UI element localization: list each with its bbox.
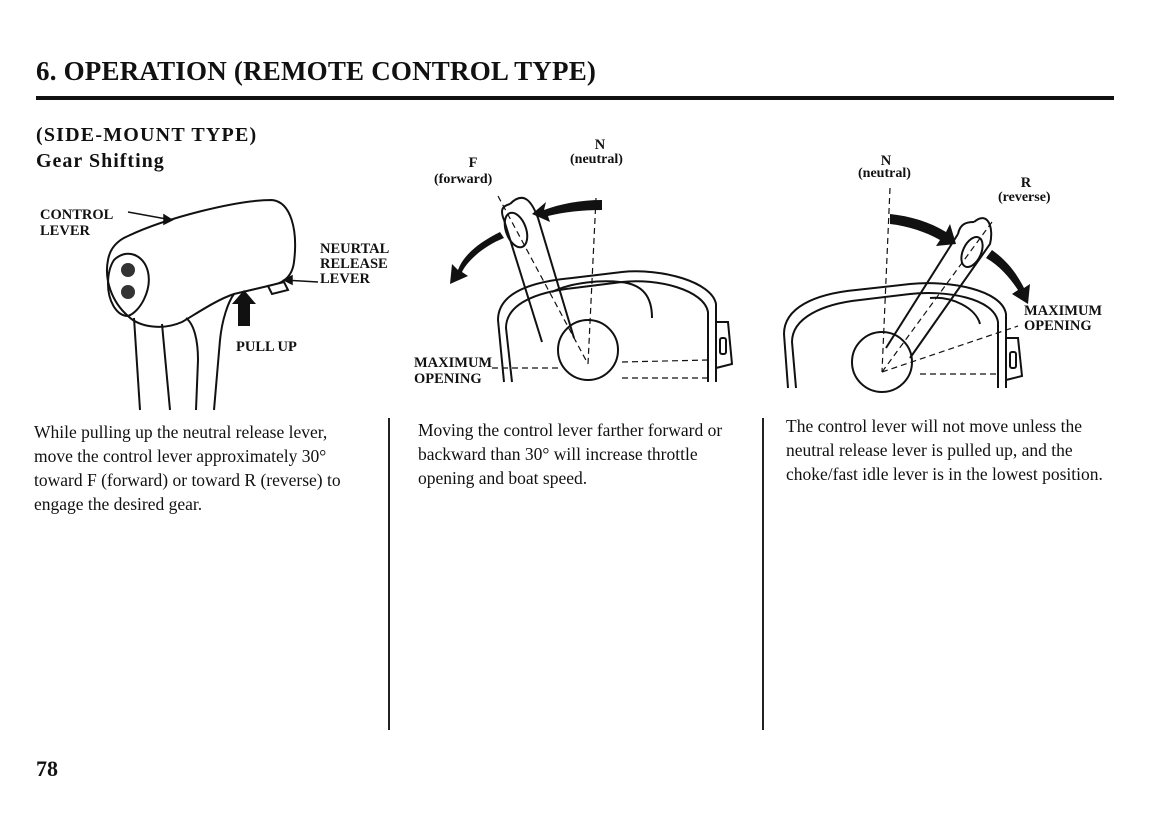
label-control-lever-2: LEVER (40, 223, 90, 239)
label-n-letter: N (594, 137, 606, 153)
label-control-lever-1: CONTROL (40, 207, 114, 223)
forward-shift-drawing (450, 195, 734, 383)
label-max-2: OPENING (1024, 318, 1092, 334)
section-subtitle: (SIDE-MOUNT TYPE) (36, 124, 258, 146)
section-heading: Gear Shifting (36, 150, 165, 172)
label-release-2: RELEASE (320, 256, 388, 272)
label-r-letter: R (1020, 175, 1032, 191)
figure-reverse-shift: N (neutral) R (reverse) MAXIMUM OPENING (780, 148, 1130, 394)
control-lever-drawing (106, 198, 319, 411)
column-divider-2 (762, 418, 764, 730)
reverse-shift-drawing (782, 187, 1030, 393)
page-number: 78 (36, 756, 58, 781)
paragraph-col1: While pulling up the neutral release lev… (34, 422, 341, 514)
label-n-word: (neutral) (858, 166, 911, 181)
column-divider-1 (388, 418, 390, 730)
paragraph-col3: The control lever will not move unless t… (786, 416, 1103, 484)
label-pull-up: PULL UP (236, 339, 297, 355)
label-release-1: NEURTAL (320, 241, 390, 257)
label-release-3: LEVER (320, 271, 370, 287)
label-max-2: OPENING (414, 371, 482, 387)
label-n-letter: N (880, 153, 892, 169)
label-r-word: (reverse) (998, 190, 1051, 205)
label-max-1: MAXIMUM (414, 355, 493, 371)
label-f-letter: F (468, 155, 478, 171)
page-title: 6. OPERATION (REMOTE CONTROL TYPE) (36, 56, 597, 86)
figure-forward-shift: F (forward) N (neutral) MAXIMUM OPENING (412, 132, 752, 394)
title-rule (36, 96, 1114, 100)
figure-control-lever: CONTROL LEVER NEURTAL RELEASE LEVER PULL… (36, 190, 416, 415)
label-n-word: (neutral) (570, 152, 623, 167)
paragraph-col2: Moving the control lever farther forward… (418, 420, 723, 488)
label-max-1: MAXIMUM (1024, 303, 1103, 319)
label-f-word: (forward) (434, 172, 493, 187)
